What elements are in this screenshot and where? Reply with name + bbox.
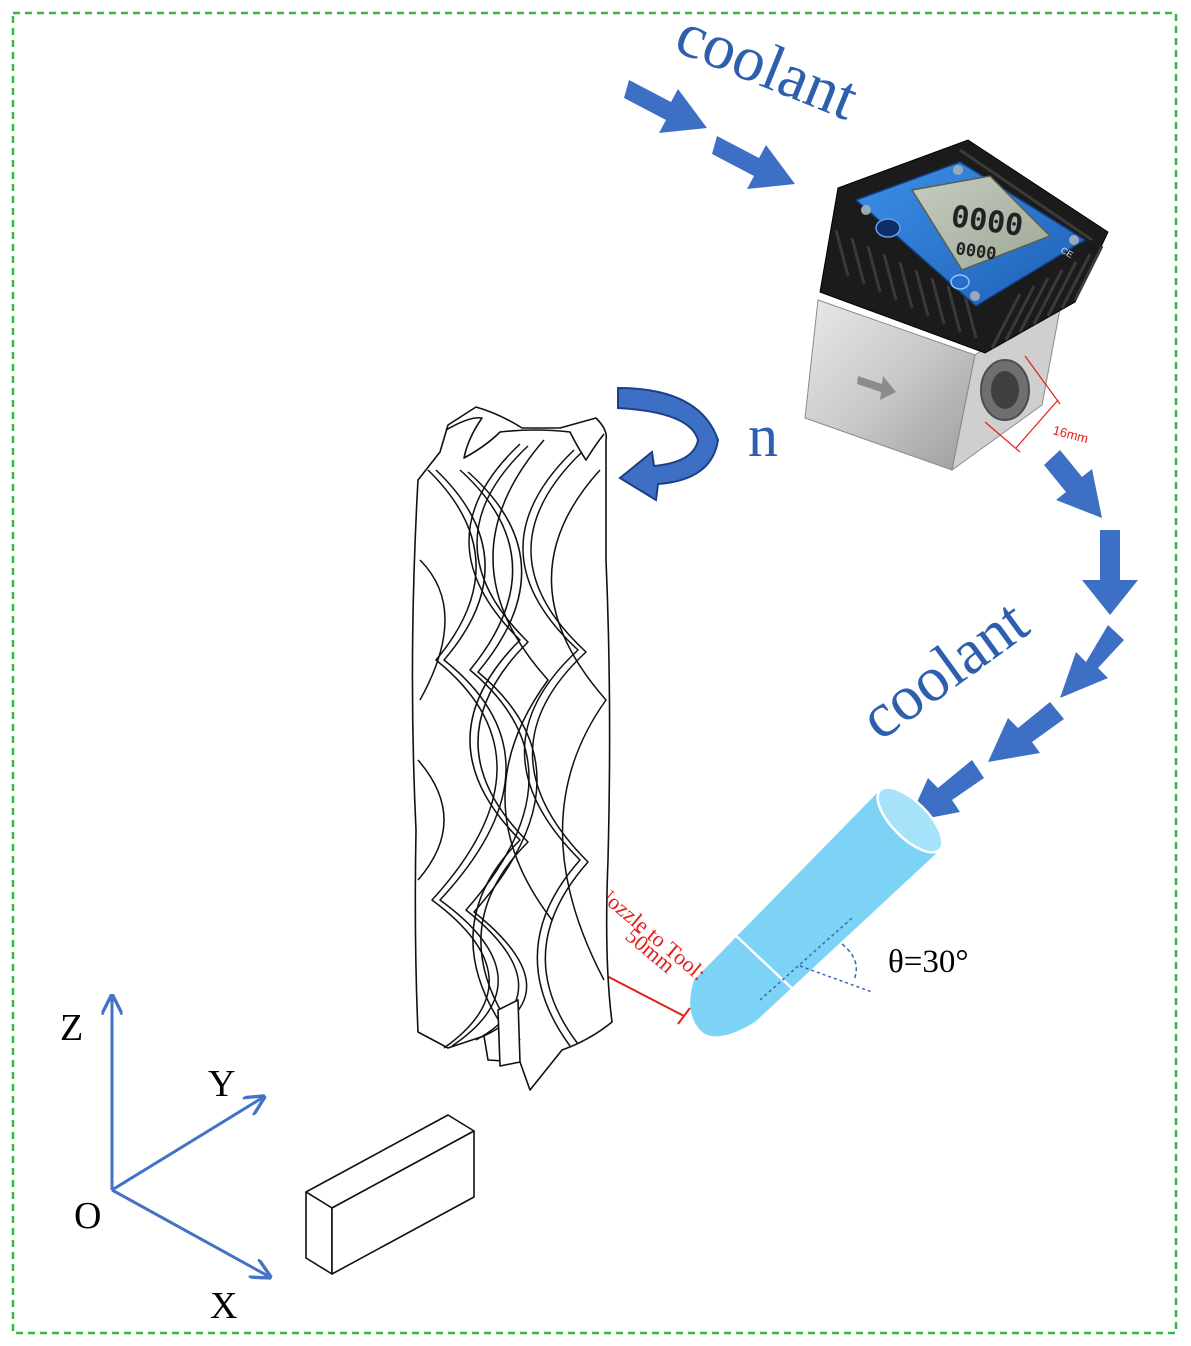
origin-label: O — [74, 1195, 101, 1237]
meter-button — [875, 218, 901, 238]
rotation-speed-label: n — [748, 403, 778, 469]
tool-top-face — [445, 416, 605, 461]
x-axis-label: X — [210, 1285, 237, 1327]
flow-arrow — [712, 136, 795, 189]
tool-tip-notch — [497, 999, 521, 1067]
rotation-arrow-band — [617, 386, 720, 502]
port-dimension — [984, 355, 1061, 453]
coolant-arrows-right — [908, 450, 1138, 822]
screw — [953, 165, 963, 175]
flow-direction-arrow — [857, 376, 896, 400]
nozzle-body — [690, 790, 940, 1037]
flow-arrow — [1044, 450, 1102, 518]
x-axis-line — [111, 1188, 268, 1276]
y-axis-line — [111, 1098, 262, 1192]
coolant-arrows-top — [624, 80, 795, 189]
z-axis-label: Z — [60, 1007, 83, 1049]
meter-button — [950, 274, 970, 290]
lcd-screen — [910, 175, 1052, 271]
rotation-indicator — [617, 386, 720, 502]
nozzle-axis — [759, 917, 853, 1001]
y-axis-label: Y — [208, 1063, 235, 1105]
flow-arrow — [988, 702, 1064, 762]
end-mill-tool — [411, 406, 613, 1091]
flow-arrow — [624, 80, 707, 133]
flow-arrow — [1082, 530, 1138, 615]
dashed-frame — [11, 11, 1178, 1335]
flow-arrow — [1060, 625, 1124, 698]
flow-meter: 0000 0000 CE — [804, 139, 1109, 472]
workpiece-side — [331, 1130, 475, 1275]
helical-flutes — [417, 439, 607, 1049]
coolant-label-top: coolant — [667, 0, 868, 134]
screw — [1069, 235, 1079, 245]
coolant-nozzle — [690, 786, 944, 1037]
angle-label: θ=30° — [888, 944, 969, 980]
outlet-port-inner — [991, 371, 1019, 409]
workpiece-block — [305, 1114, 475, 1275]
flow-arrow — [908, 760, 984, 822]
screw — [861, 205, 871, 215]
coordinate-axes — [112, 998, 268, 1276]
nozzle-seam — [731, 931, 801, 997]
cooling-fins — [834, 148, 1104, 349]
nozzle-distance-line1: Nozzle to Tool: — [591, 879, 711, 986]
nozzle-inlet — [876, 786, 944, 854]
screw — [970, 291, 980, 301]
angle-arc — [841, 943, 857, 981]
nozzle-reference — [799, 965, 873, 993]
port-dimension-label: 16mm — [1051, 422, 1090, 446]
